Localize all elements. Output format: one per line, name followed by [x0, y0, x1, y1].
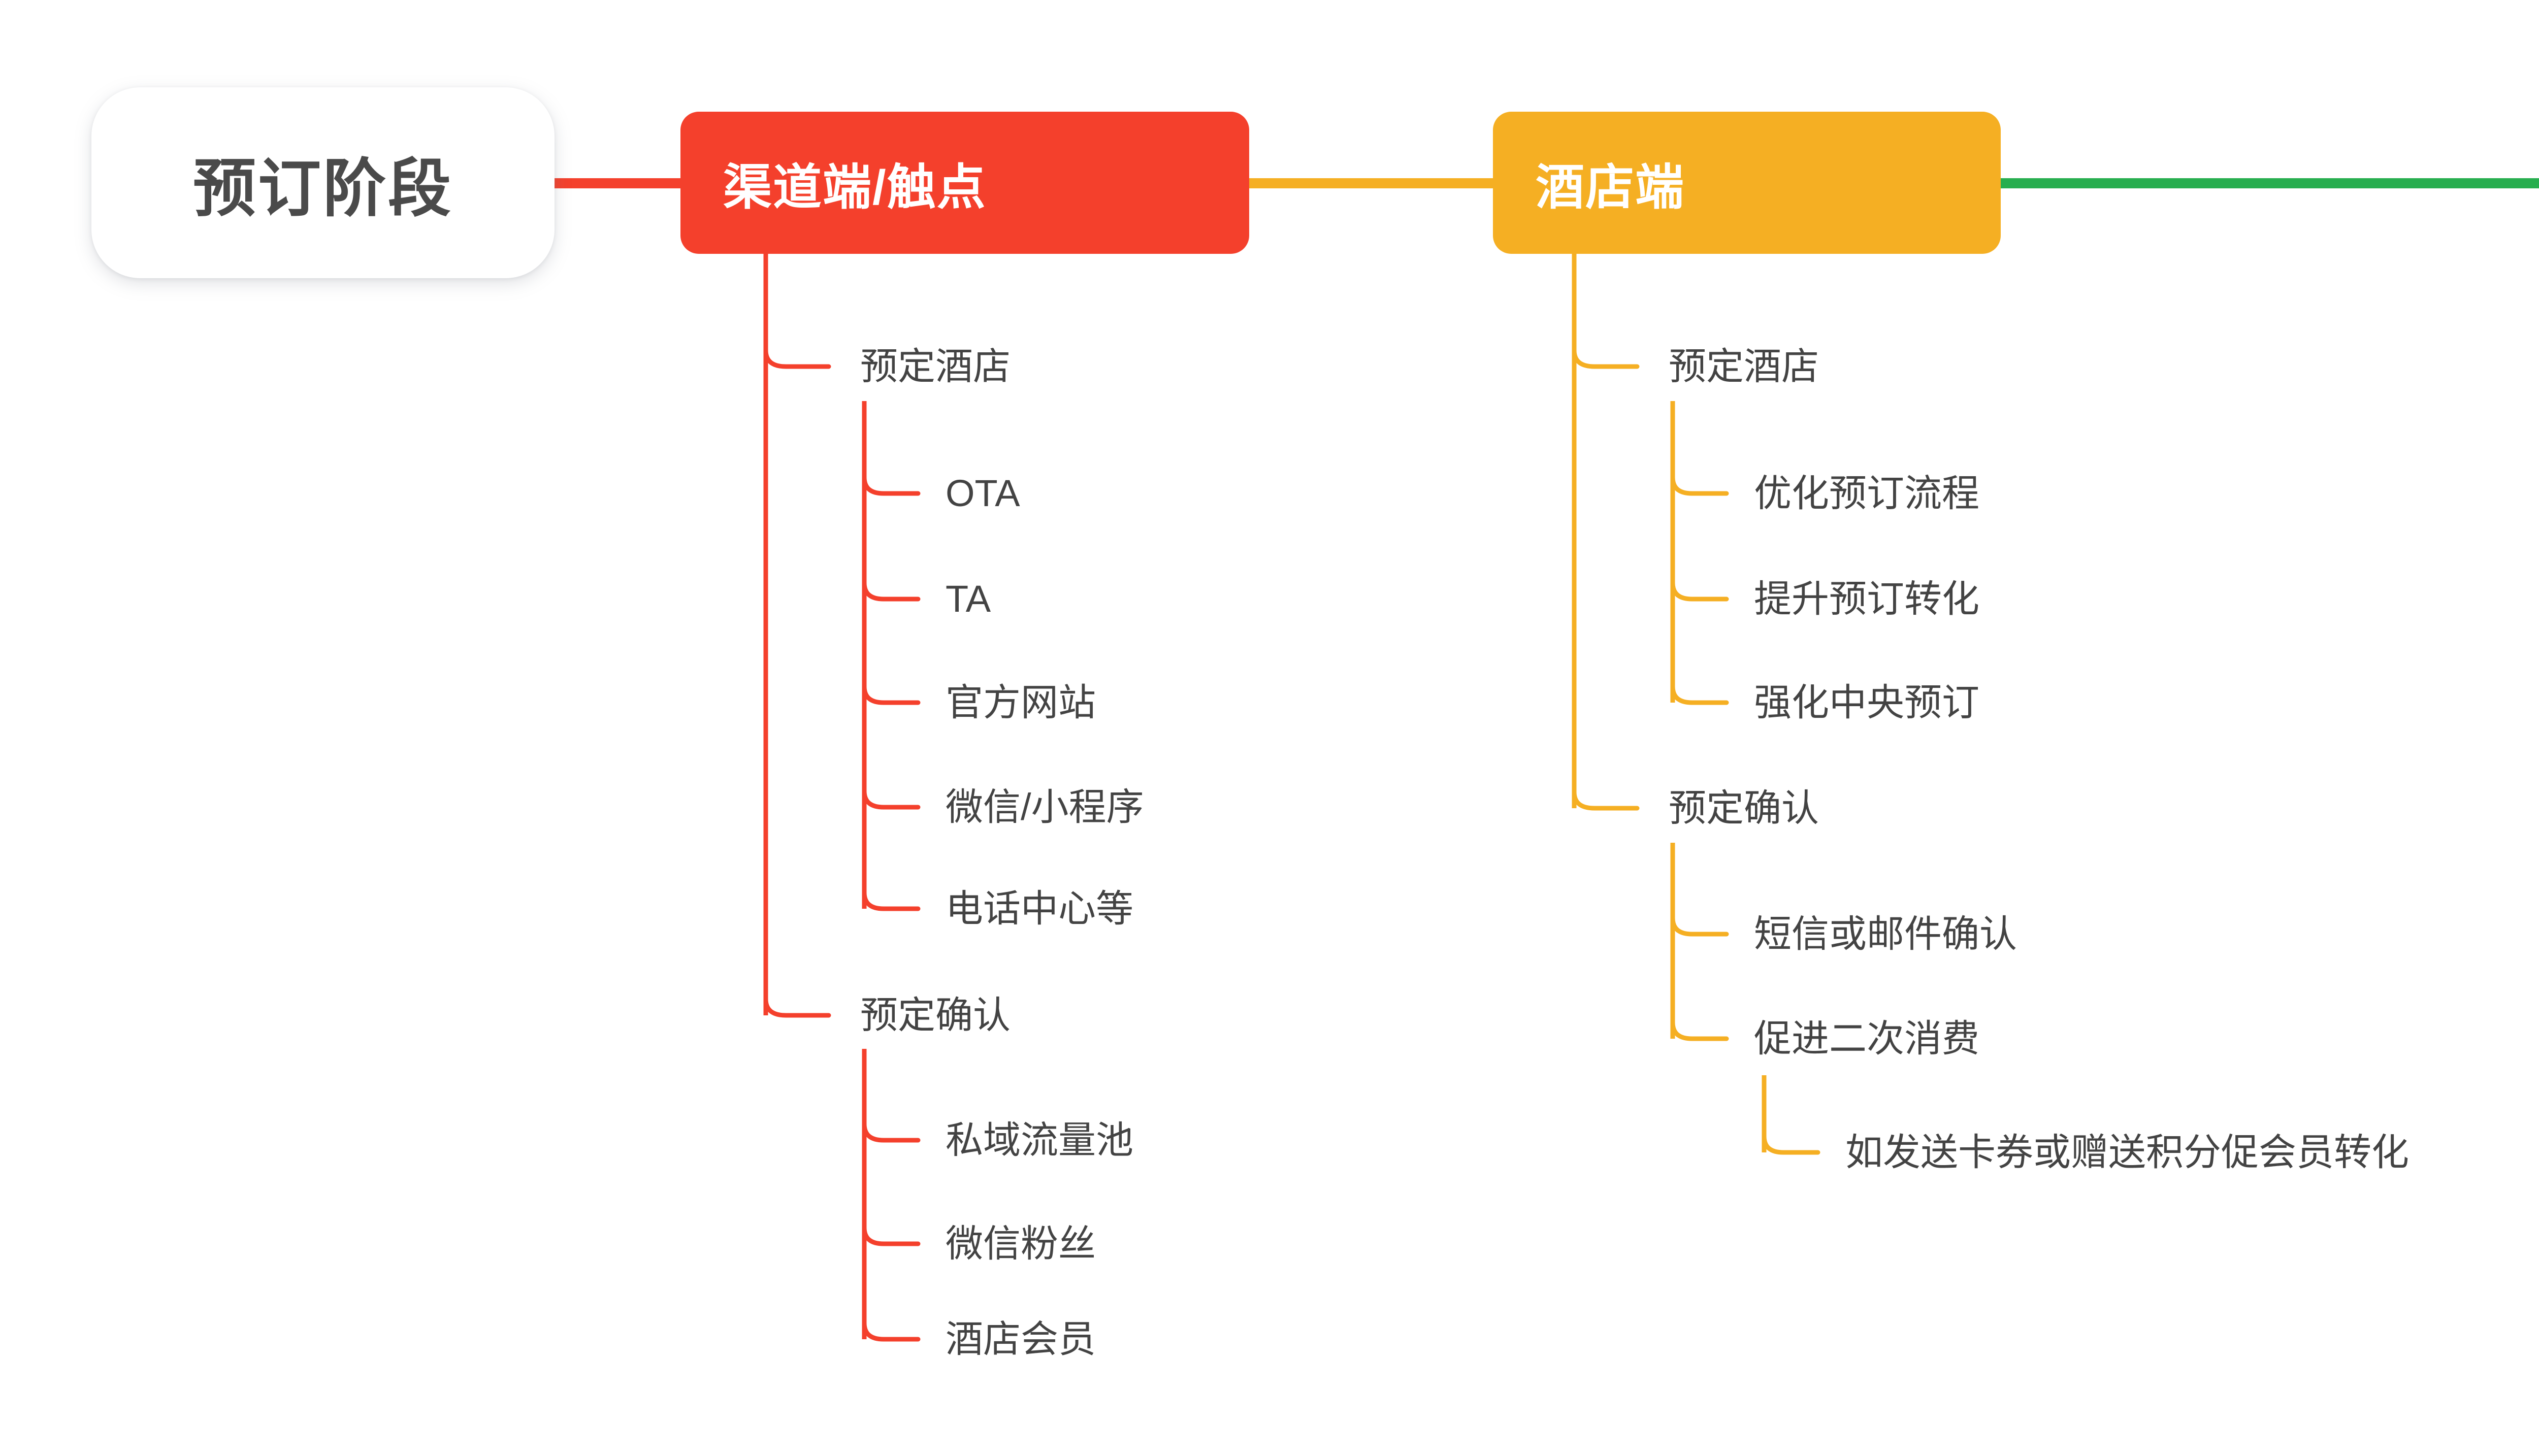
red-elbow-g1-c4: [862, 890, 921, 911]
root-node[interactable]: 预订阶段: [91, 87, 555, 278]
yellow-elbow-g1: [1572, 348, 1640, 369]
node-hotel-booking-confirm[interactable]: 预定确认: [1669, 787, 1819, 829]
connector-red-to-yellow: [1248, 178, 1495, 188]
yellow-elbow-g2-c0: [1670, 915, 1729, 937]
red-elbow-g2-c1: [862, 1225, 921, 1246]
root-node-label: 预订阶段: [192, 154, 453, 224]
yellow-elbow-g1-c1: [1670, 580, 1729, 602]
red-elbow-g1-c1: [862, 580, 921, 602]
node-channel-booking-confirm[interactable]: 预定确认: [860, 994, 1011, 1036]
node-channel-ota[interactable]: OTA: [946, 472, 1020, 514]
node-channel-private-pool[interactable]: 私域流量池: [946, 1119, 1133, 1161]
node-hotel-optimize-flow[interactable]: 优化预订流程: [1754, 472, 1979, 514]
red-elbow-g2: [763, 997, 831, 1018]
connector-yellow-to-green: [2000, 178, 2539, 188]
branch-header-hotel-label: 酒店端: [1536, 160, 1685, 215]
node-hotel-strengthen-crs[interactable]: 强化中央预订: [1754, 681, 1979, 723]
red-elbow-g1-c3: [862, 788, 921, 810]
connector-root-to-red: [551, 178, 681, 188]
node-hotel-secondary-spend[interactable]: 促进二次消费: [1754, 1017, 1979, 1060]
red-elbow-g1-c2: [862, 684, 921, 705]
yellow-elbow-g1-c0: [1670, 475, 1729, 496]
yellow-elbow-g2: [1572, 789, 1640, 811]
branch-header-hotel[interactable]: 酒店端: [1493, 112, 2001, 254]
red-elbow-g2-c2: [862, 1320, 921, 1342]
node-channel-wechat-miniapp[interactable]: 微信/小程序: [946, 786, 1144, 828]
node-channel-wechat-fans[interactable]: 微信粉丝: [946, 1222, 1096, 1265]
yellow-elbow-g1-c2: [1670, 684, 1729, 705]
node-hotel-sms-email-confirm[interactable]: 短信或邮件确认: [1754, 913, 2017, 955]
node-hotel-coupon-points[interactable]: 如发送卡券或赠送积分促会员转化: [1845, 1131, 2409, 1173]
branch-header-channel-label: 渠道端/触点: [723, 160, 987, 215]
node-channel-call-center[interactable]: 电话中心等: [946, 887, 1133, 930]
node-channel-hotel-member[interactable]: 酒店会员: [946, 1318, 1096, 1360]
yellow-elbow-g2-c1: [1670, 1020, 1729, 1041]
red-elbow-g1: [763, 348, 831, 369]
node-hotel-boost-conversion[interactable]: 提升预订转化: [1754, 578, 1979, 620]
node-channel-official-site[interactable]: 官方网站: [946, 681, 1096, 723]
node-channel-book-hotel[interactable]: 预定酒店: [860, 345, 1011, 387]
node-channel-ta[interactable]: TA: [946, 578, 991, 620]
yellow-elbow-g2-c1-g0: [1762, 1134, 1820, 1155]
branch-header-channel[interactable]: 渠道端/触点: [680, 112, 1249, 254]
red-elbow-g1-c0: [862, 475, 921, 496]
node-hotel-book-hotel[interactable]: 预定酒店: [1669, 345, 1819, 387]
red-elbow-g2-c0: [862, 1121, 921, 1143]
